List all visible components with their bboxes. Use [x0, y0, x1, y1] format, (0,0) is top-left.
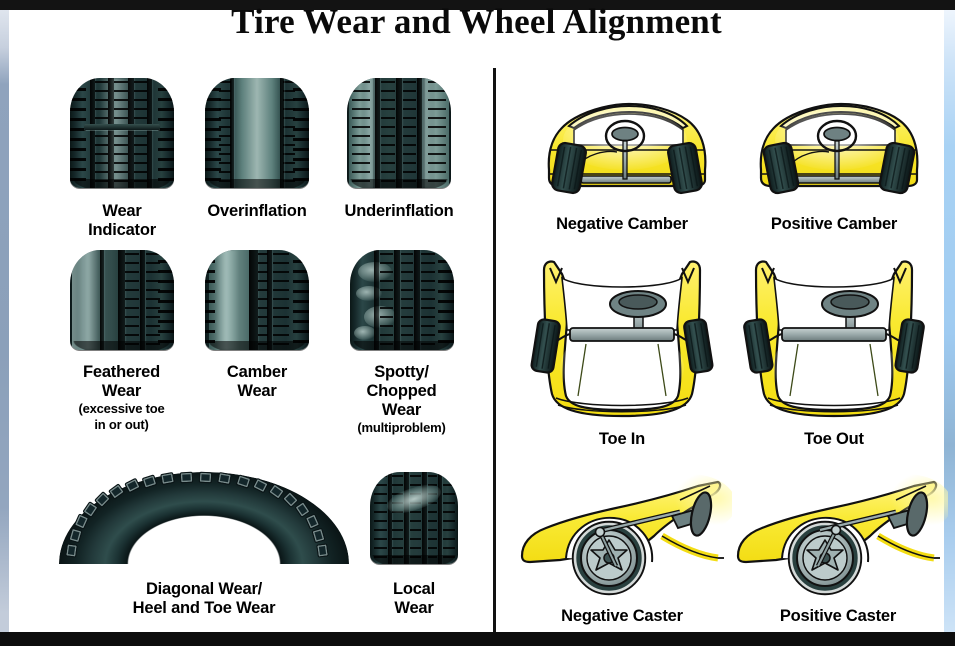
car-front-negative-camber-art — [547, 102, 707, 195]
cell-spotty-chopped-wear: Spotty/ Chopped Wear (multiproblem) — [329, 250, 474, 436]
caption-camber-wear: Camber Wear — [226, 363, 288, 400]
cell-overinflation: Overinflation — [192, 78, 322, 221]
right-frame-strip — [944, 10, 955, 632]
panel-divider — [493, 68, 496, 632]
cell-toe-out: Toe Out — [723, 248, 945, 449]
caption-positive-caster: Positive Caster — [779, 607, 897, 625]
car-front-positive-camber-art — [759, 102, 919, 195]
caption-toe-in: Toe In — [598, 430, 646, 448]
tire-feathered-wear-art — [49, 250, 194, 350]
cell-underinflation: Underinflation — [329, 78, 469, 221]
car-side-positive-caster-art — [736, 474, 952, 596]
car-side-negative-caster-art — [520, 474, 736, 596]
car-top-toe-out-art — [743, 260, 925, 418]
poster-canvas: Tire Wear and Wheel Alignment — [9, 2, 952, 646]
tire-underinflation-art — [329, 78, 469, 188]
caption-negative-caster: Negative Caster — [561, 607, 683, 625]
caption-positive-camber: Positive Camber — [770, 215, 898, 233]
top-black-bar — [0, 0, 955, 10]
cell-positive-camber: Positive Camber — [723, 88, 945, 234]
tire-spotty-chopped-wear-art — [329, 250, 474, 350]
caption-wear-indicator: Wear Indicator — [88, 202, 156, 239]
cell-feathered-wear: Feathered Wear (excessive toe in or out) — [49, 250, 194, 433]
caption-negative-camber: Negative Camber — [556, 215, 688, 233]
left-frame-strip — [0, 10, 9, 632]
caption-underinflation: Underinflation — [344, 202, 454, 220]
tire-diagonal-heel-toe-wear-art — [59, 471, 349, 646]
tire-camber-wear-art — [192, 250, 322, 350]
page-title: Tire Wear and Wheel Alignment — [231, 2, 722, 41]
cell-negative-camber: Negative Camber — [511, 88, 733, 234]
tire-wear-indicator-art — [57, 78, 187, 188]
cell-wear-indicator: Wear Indicator — [57, 78, 187, 240]
caption-overinflation: Overinflation — [207, 202, 307, 220]
caption-feathered-wear: Feathered Wear (excessive toe in or out) — [78, 363, 165, 432]
caption-spotty-chopped-wear: Spotty/ Chopped Wear (multiproblem) — [357, 363, 446, 435]
tire-local-wear-art — [349, 472, 479, 564]
tire-overinflation-art — [192, 78, 322, 188]
caption-local-wear: Local Wear — [392, 580, 436, 617]
car-top-toe-in-art — [530, 260, 714, 418]
cell-positive-caster: Positive Caster — [725, 470, 952, 626]
cell-diagonal-heel-toe-wear: Diagonal Wear/ Heel and Toe Wear — [54, 471, 354, 646]
caption-toe-out: Toe Out — [804, 430, 864, 448]
cell-camber-wear: Camber Wear — [192, 250, 322, 401]
cell-negative-caster: Negative Caster — [509, 470, 736, 626]
cell-toe-in: Toe In — [511, 248, 733, 449]
wear-indicator-bar — [84, 124, 160, 130]
cell-local-wear: Local Wear — [349, 472, 479, 618]
